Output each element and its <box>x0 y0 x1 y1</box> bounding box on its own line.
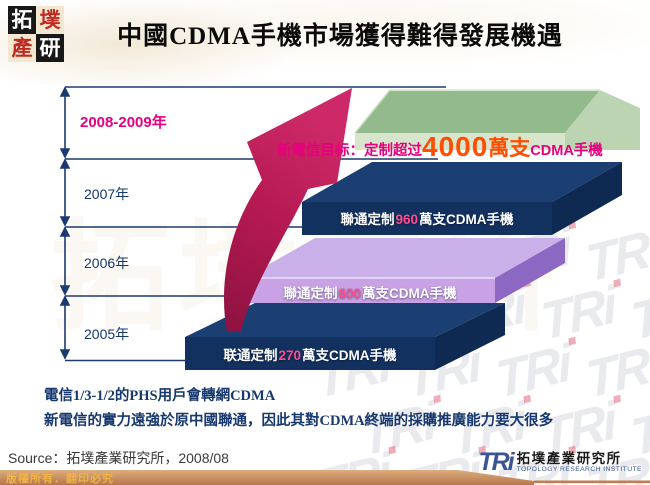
tri-logo-glyph: TRi <box>478 448 514 476</box>
year-label-2005: 2005年 <box>84 326 130 342</box>
tri-brand-logo: TRi 拓墣產業研究所 TOPOLOGY RESEARCH INSTITUTE <box>478 449 642 475</box>
growth-arrow <box>223 88 352 332</box>
year-label-2007: 2007年 <box>84 186 130 202</box>
target-prefix: 新電信目标：定制超过 <box>277 143 422 159</box>
logo-char-3: 產 <box>8 34 36 62</box>
logo-char-1: 拓 <box>8 6 36 34</box>
step-label-2006: 聯通定制600萬支CDMA手機 <box>245 282 495 302</box>
target-unit: 萬支 <box>488 137 531 160</box>
source-line: Source：拓墣產業研究所，2008/08 <box>8 450 229 466</box>
year-label-2008-2009: 2008-2009年 <box>80 114 167 131</box>
step-label-2007: 聯通定制960萬支CDMA手機 <box>302 208 552 228</box>
logo-char-2: 墣 <box>36 6 64 34</box>
brand-name-cn: 拓墣產業研究所 <box>516 450 622 466</box>
logo-char-4: 研 <box>36 34 64 62</box>
step-2006-suffix: 萬支CDMA手機 <box>362 286 457 301</box>
topology-logo: 拓 墣 產 研 <box>8 6 64 62</box>
step-2006-value: 600 <box>338 286 362 301</box>
footer-band <box>0 470 650 485</box>
step-2007-prefix: 聯通定制 <box>340 212 395 227</box>
step-slab-2006 <box>245 238 565 303</box>
copyright-notice: 版權所有．翻印必究 <box>6 473 114 485</box>
step-2007-value: 960 <box>395 212 419 227</box>
step-2005-value: 270 <box>278 348 302 363</box>
target-suffix: CDMA手機 <box>530 143 603 159</box>
target-value: 4000 <box>422 131 489 162</box>
note-line-2: 新電信的實力遠強於原中國聯通，因此其對CDMA終端的採購推廣能力要大很多 <box>44 413 554 429</box>
page-title: 中國CDMA手機市場獲得難得發展機遇 <box>117 23 563 50</box>
step-2006-prefix: 聯通定制 <box>283 286 338 301</box>
step-2007-suffix: 萬支CDMA手機 <box>419 212 514 227</box>
step-2005-suffix: 萬支CDMA手機 <box>302 348 397 363</box>
target-annotation: 新電信目标：定制超过 4000 萬支 CDMA手機 <box>277 126 603 162</box>
step-slab-2008-2009 <box>354 89 640 150</box>
year-axis-arrows <box>59 86 71 360</box>
note-line-1: 電信1/3-1/2的PHS用戶會轉網CDMA <box>44 388 276 404</box>
header-map-background <box>0 0 650 84</box>
brand-name-en: TOPOLOGY RESEARCH INSTITUTE <box>516 465 642 473</box>
step-slab-2007 <box>302 162 622 235</box>
year-label-2006: 2006年 <box>84 255 130 271</box>
step-2005-prefix: 联通定制 <box>223 348 278 363</box>
step-slab-2005 <box>185 303 505 370</box>
step-label-2005: 联通定制270萬支CDMA手機 <box>185 344 435 364</box>
